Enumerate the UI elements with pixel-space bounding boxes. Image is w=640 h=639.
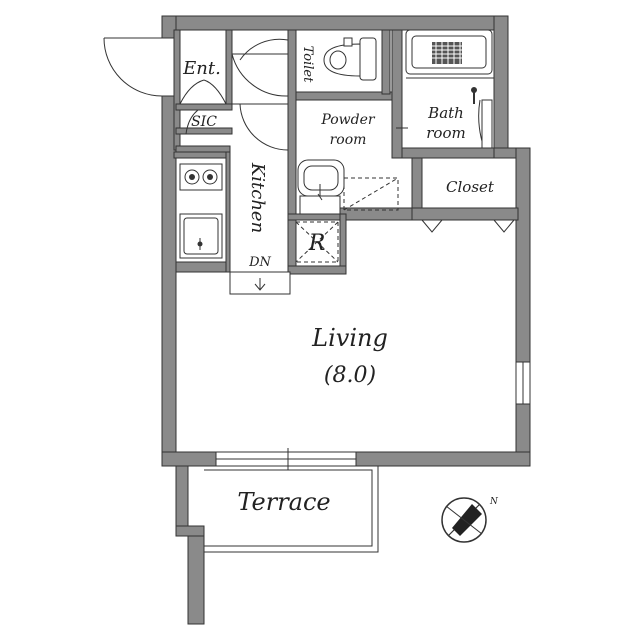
toilet-label: Toilet: [300, 46, 315, 83]
closet-label: Closet: [446, 178, 495, 196]
living-window-right: [515, 361, 531, 405]
down-label: DN: [248, 255, 271, 270]
bathtub-fixture: [405, 29, 494, 149]
interior-walls: [173, 29, 519, 275]
compass-north-label: N: [489, 497, 499, 507]
terrace-sliding-window: [215, 448, 357, 470]
terrace-label: Terrace: [237, 488, 330, 516]
kitchen-stove: [179, 163, 223, 191]
powder-room-label-line1: Powder: [320, 112, 376, 128]
refrigerator-space: [295, 221, 339, 263]
compass-icon: [441, 497, 487, 543]
bath-label-line1: Bath: [427, 104, 464, 122]
living-label: Living: [311, 324, 388, 352]
living-size-label: (8.0): [324, 363, 376, 388]
refrigerator-label: R: [308, 231, 326, 256]
kitchen-label: Kitchen: [247, 162, 268, 233]
terrace-outline: [204, 465, 379, 553]
step-down-box: [229, 271, 291, 295]
sic-label: SIC: [191, 114, 217, 130]
powder-room-label-line2: room: [330, 132, 367, 148]
bath-label-line2: room: [426, 124, 465, 142]
kitchen-sink: [179, 213, 223, 259]
doors: [103, 37, 515, 233]
entrance-label: Ent.: [182, 58, 221, 79]
toilet-fixture: [323, 37, 377, 81]
washbasin-fixture: [297, 159, 399, 215]
